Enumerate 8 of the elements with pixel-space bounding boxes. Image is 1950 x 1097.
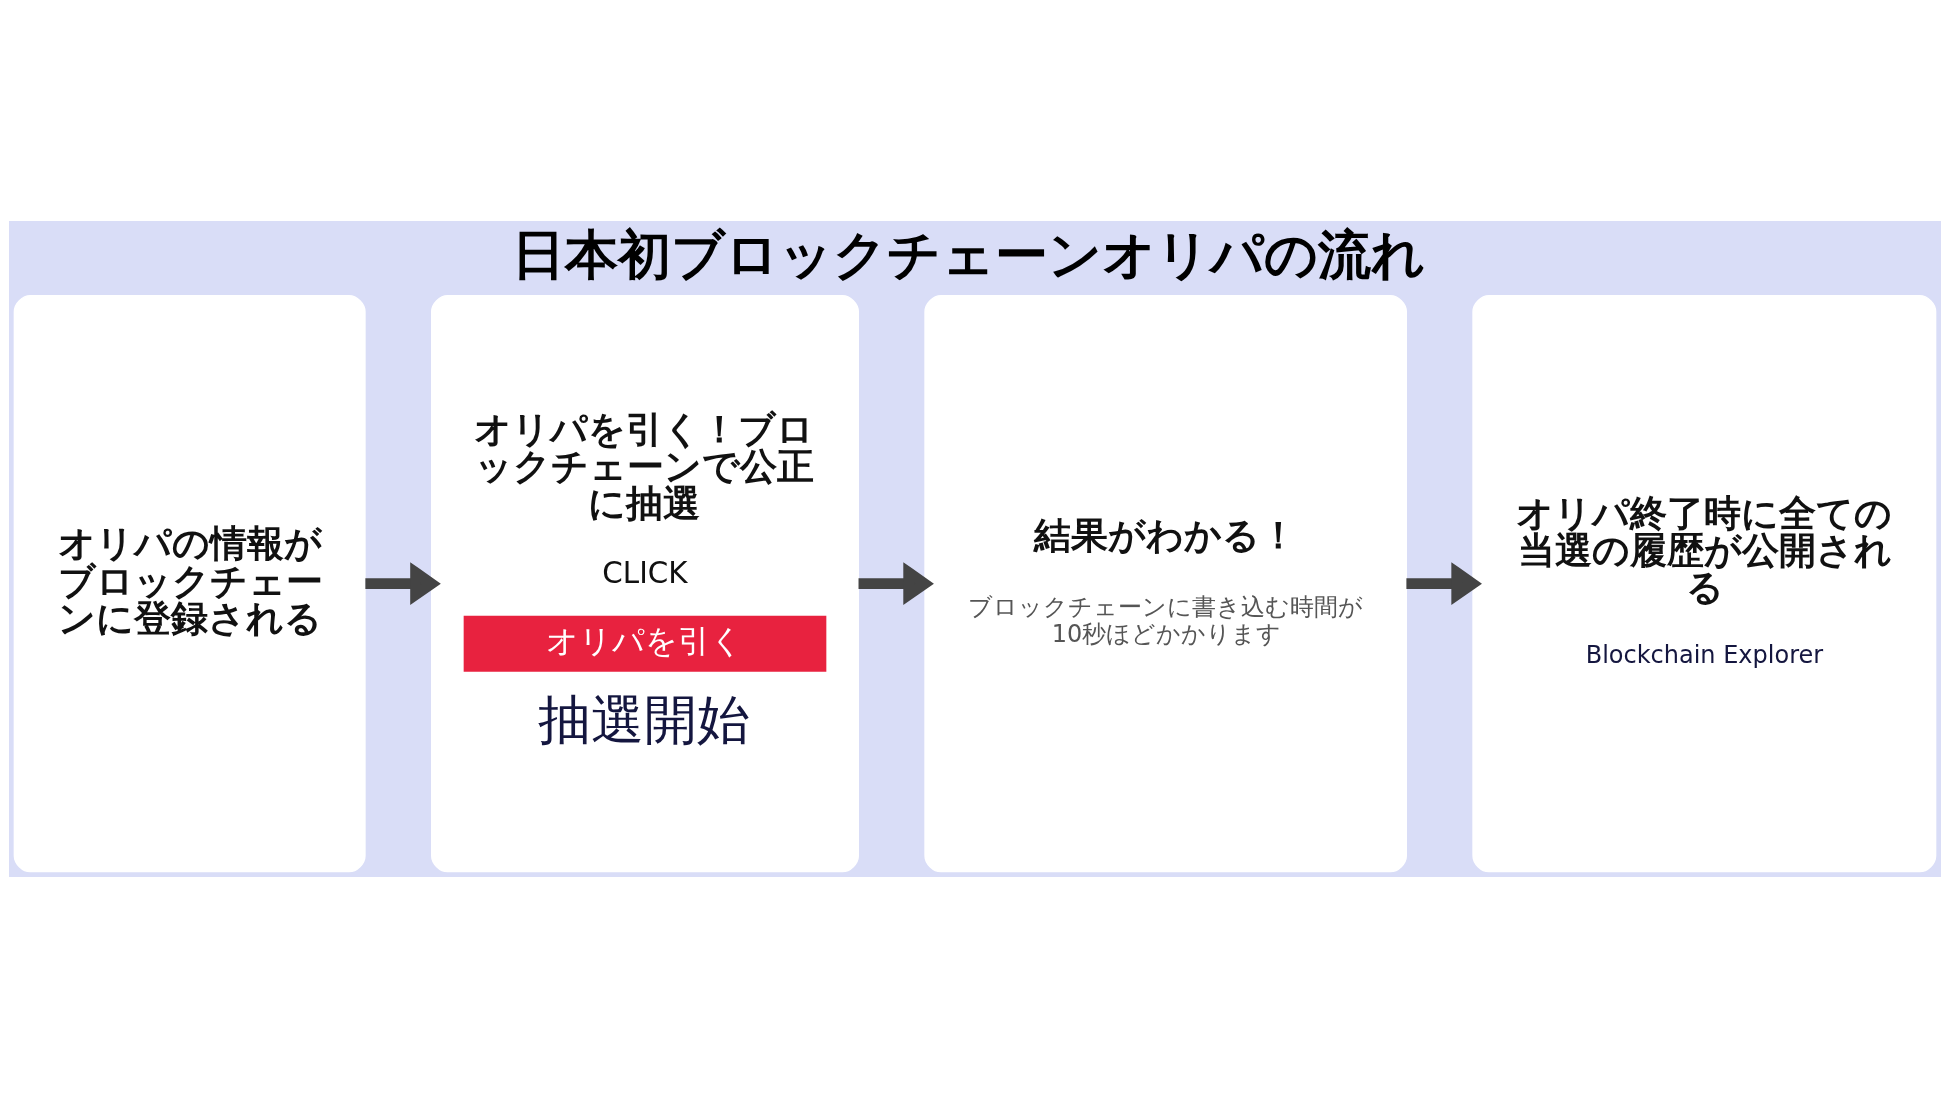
- arrow: [365, 561, 441, 605]
- node-box: 結果がわかる！ ブロックチェーンに書き込む時間が10秒ほどかかります: [924, 294, 1407, 872]
- node-box: オリパを引く！ブロックチェーンで公正に抽選 CLICK オリパを引く 抽選開始: [431, 294, 859, 872]
- node-box: オリパ終了時に全ての当選の履歴が公開される Blockchain Explorer: [1472, 294, 1937, 872]
- diagram-title: 日本初ブロックチェーンオリパの流れ: [512, 222, 1426, 286]
- arrow: [858, 561, 934, 605]
- arrow: [1406, 561, 1482, 605]
- node-box: オリパの情報がブロックチェーンに登録される: [13, 294, 366, 872]
